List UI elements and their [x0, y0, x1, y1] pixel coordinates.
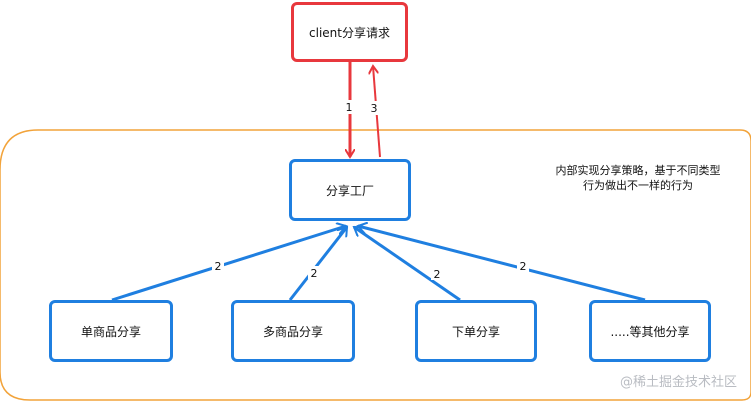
client-request-label: client分享请求 [309, 25, 390, 40]
strategy-label-2-bg [308, 266, 320, 279]
strategy-label-1-bg [212, 259, 224, 272]
strategy-arrow-3 [354, 225, 461, 302]
strategy-arrow-4 [358, 226, 646, 302]
strategy-note-line-2: 行为做出不一样的行为 [583, 179, 693, 192]
strategy-label-3-bg [431, 267, 443, 280]
client-request-node: client分享请求 [291, 2, 408, 62]
strategy-label-3: 2 [434, 268, 441, 281]
strategy-node-multi-product: 多商品分享 [231, 300, 355, 362]
request-label-bg [343, 100, 355, 114]
strategy-note-line-1: 内部实现分享策略，基于不同类型 [555, 164, 721, 177]
request-label: 1 [346, 101, 353, 114]
strategy-node-order: 下单分享 [415, 300, 537, 362]
watermark-text: @稀土掘金技术社区 [619, 375, 737, 390]
container-boundary [0, 129, 751, 401]
strategy-arrow-1 [111, 226, 346, 302]
strategy-label-4: 2 [520, 260, 527, 273]
strategy-label-order: 下单分享 [451, 324, 500, 339]
response-label-bg [368, 101, 380, 115]
share-factory-label: 分享工厂 [325, 183, 374, 198]
strategy-label-single-product: 单商品分享 [80, 324, 141, 339]
strategy-label-multi-product: 多商品分享 [262, 324, 323, 339]
strategy-label-2: 2 [311, 267, 318, 280]
strategy-label-other: .....等其他分享 [610, 324, 690, 339]
strategy-note: 内部实现分享策略，基于不同类型 行为做出不一样的行为 [548, 163, 728, 193]
strategy-node-single-product: 单商品分享 [49, 300, 173, 362]
strategy-arrow-2 [288, 227, 349, 301]
strategy-label-1: 2 [215, 260, 222, 273]
share-factory-node: 分享工厂 [289, 159, 411, 221]
strategy-label-4-bg [517, 259, 529, 272]
response-label: 3 [371, 102, 378, 115]
strategy-node-other: .....等其他分享 [589, 300, 711, 362]
